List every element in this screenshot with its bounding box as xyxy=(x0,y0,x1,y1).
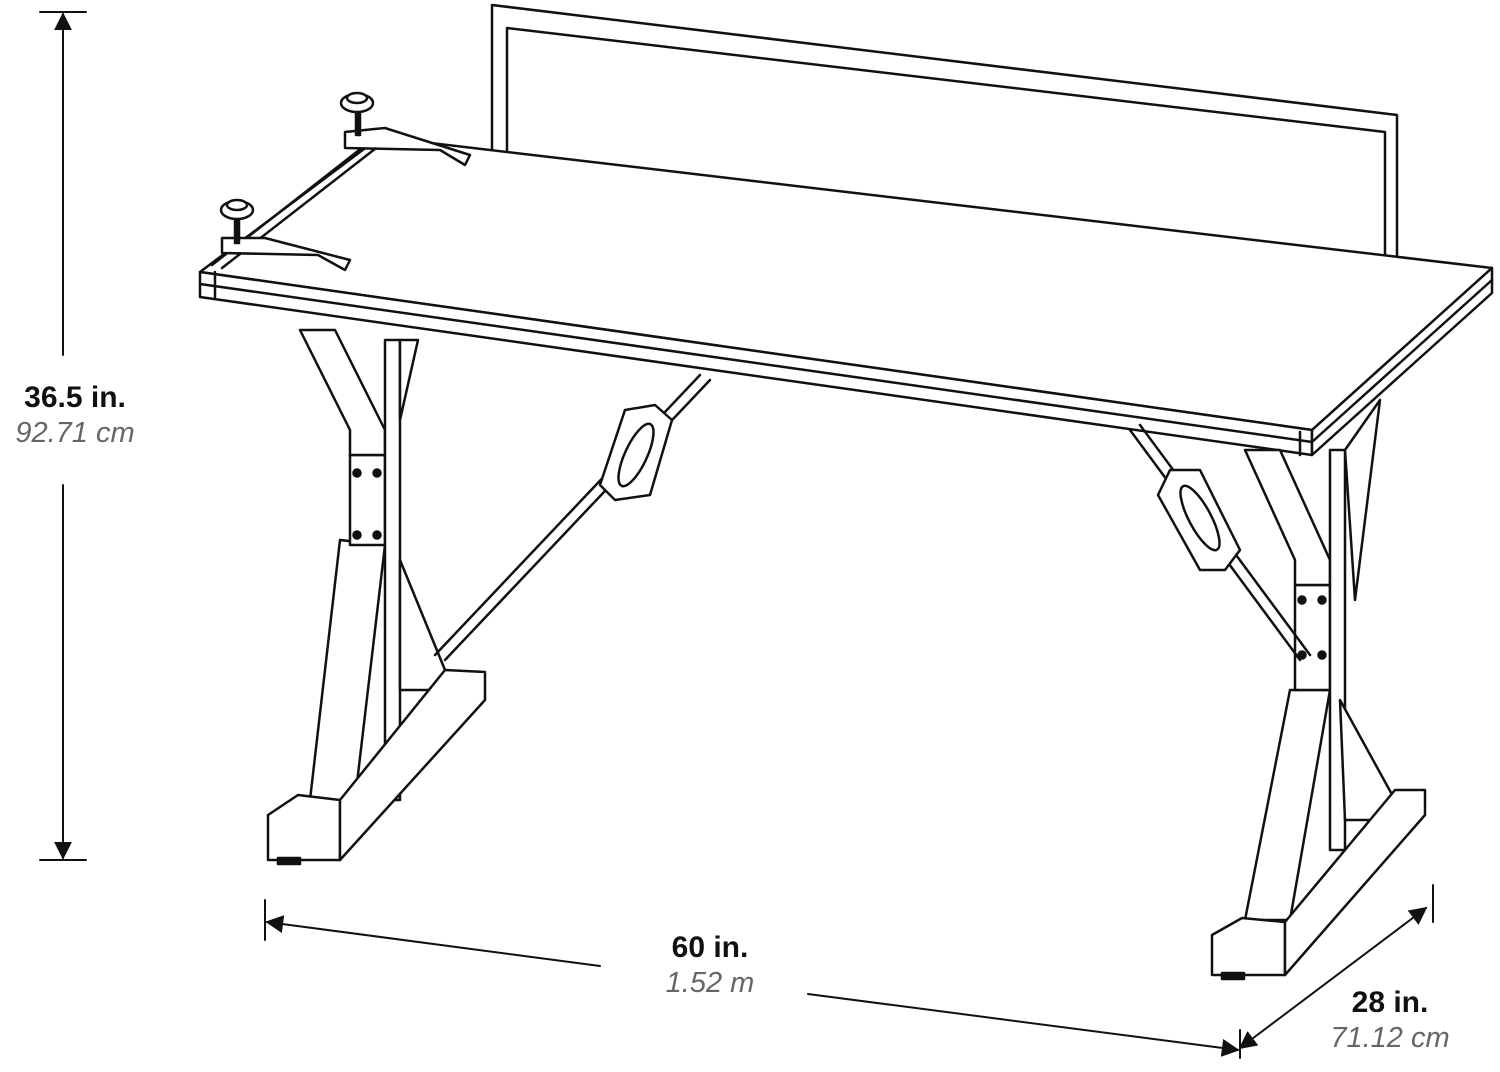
width-imperial: 60 in. xyxy=(671,931,749,964)
right-turnbuckle xyxy=(1156,468,1242,572)
width-label: 60 in. 1.52 m xyxy=(620,930,800,1000)
depth-imperial: 28 in. xyxy=(1351,986,1429,1019)
left-leg xyxy=(266,328,487,866)
height-dimension-line xyxy=(39,11,87,861)
front-clamp xyxy=(219,198,352,272)
back-panel-frame xyxy=(490,3,1399,267)
depth-metric: 71.12 cm xyxy=(1330,1022,1450,1054)
rear-clamp xyxy=(339,91,472,167)
left-turnbuckle xyxy=(598,403,674,502)
depth-dimension-line xyxy=(1238,884,1434,1050)
height-metric: 92.71 cm xyxy=(15,417,135,449)
height-imperial: 36.5 in. xyxy=(24,381,126,414)
width-metric: 1.52 m xyxy=(665,967,755,999)
tabletop xyxy=(198,135,1494,457)
depth-label: 28 in. 71.12 cm xyxy=(1305,985,1475,1055)
height-label: 36.5 in. 92.71 cm xyxy=(0,380,150,450)
right-leg xyxy=(1210,398,1427,981)
